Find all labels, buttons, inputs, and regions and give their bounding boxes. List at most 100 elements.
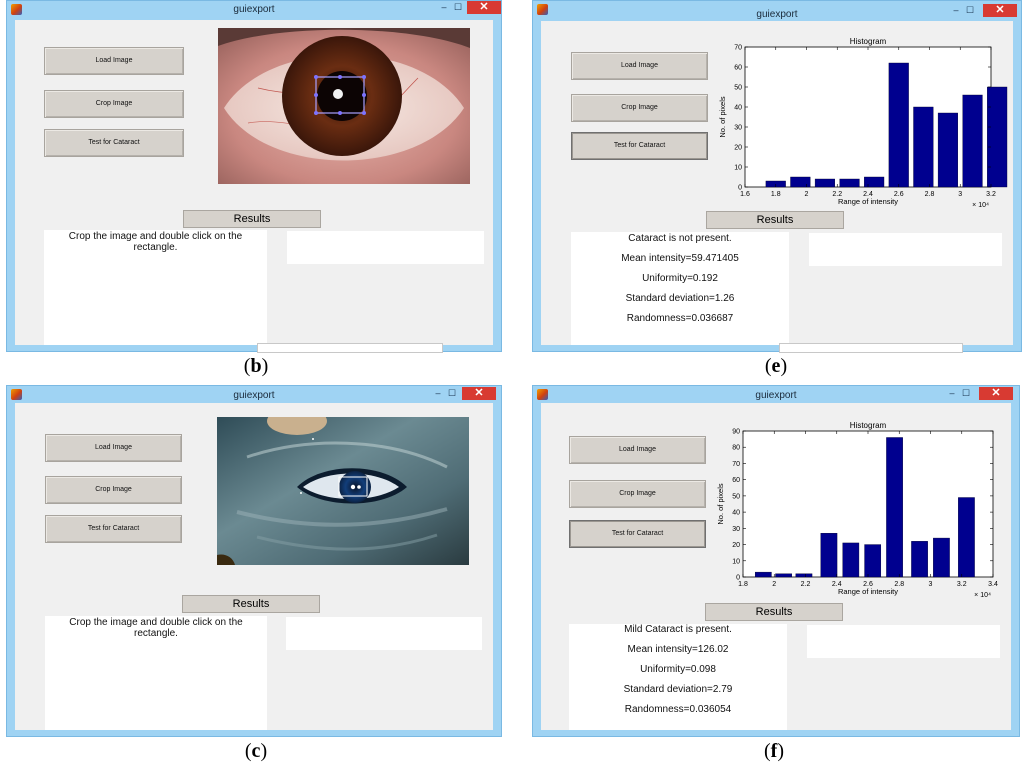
y-tick-label: 40	[732, 510, 740, 517]
close-button[interactable]: ✕	[983, 4, 1017, 17]
x-tick-label: 2.2	[832, 191, 842, 198]
y-tick-label: 70	[732, 461, 740, 468]
eye-photo-cataract	[217, 417, 469, 565]
chart-title: Histogram	[850, 37, 887, 46]
y-tick-label: 10	[734, 165, 742, 172]
chart-title: Histogram	[850, 421, 887, 430]
histogram-bar	[790, 176, 811, 188]
maximize-button[interactable]: ☐	[965, 5, 975, 15]
figure-client-area: Load Image Crop Image Test for Cataract	[15, 20, 493, 345]
maximize-button[interactable]: ☐	[453, 2, 463, 12]
diagnosis-text: Mild Cataract is present.	[624, 624, 732, 635]
x-tick-label: 3	[929, 581, 933, 588]
panel-f: guiexport – ☐ ✕ Load Image Crop Image Te…	[532, 385, 1020, 770]
close-button[interactable]: ✕	[467, 1, 501, 14]
y-tick-label: 0	[736, 575, 740, 582]
histogram-bar	[937, 112, 958, 188]
crop-image-button[interactable]: Crop Image	[571, 94, 708, 122]
results-button[interactable]: Results	[182, 595, 320, 613]
minimize-button[interactable]: –	[953, 5, 959, 15]
x-tick-label: 2.6	[863, 581, 873, 588]
results-text-box: Cataract is not present. Mean intensity=…	[571, 232, 789, 345]
histogram-bar	[913, 106, 934, 188]
title-bar[interactable]: guiexport – ☐ ✕	[533, 1, 1021, 20]
eye-photo-brown-iris	[218, 28, 470, 184]
figure-caption: (b)	[243, 355, 269, 377]
x-tick-label: 3.4	[988, 581, 998, 588]
matlab-icon	[537, 4, 548, 15]
caption-letter: c	[251, 740, 261, 762]
results-button[interactable]: Results	[706, 211, 844, 229]
histogram-bar	[842, 542, 860, 578]
matlab-icon	[11, 389, 22, 400]
minimize-button[interactable]: –	[441, 2, 447, 12]
results-text-box: Crop the image and double click on the r…	[45, 616, 267, 730]
crop-image-button[interactable]: Crop Image	[44, 90, 184, 118]
histogram-bar	[911, 541, 928, 578]
y-tick-label: 50	[734, 85, 742, 92]
eye-image[interactable]	[218, 28, 470, 184]
x-tick-label: 2.4	[832, 581, 842, 588]
eye-image[interactable]	[217, 417, 469, 565]
maximize-button[interactable]: ☐	[447, 388, 457, 398]
standard-deviation-text: Standard deviation=2.79	[623, 684, 733, 695]
app-window: guiexport – ☐ ✕ Load Image Crop Image Te…	[532, 0, 1022, 353]
test-cataract-button[interactable]: Test for Cataract	[45, 515, 182, 543]
crop-image-button[interactable]: Crop Image	[45, 476, 182, 504]
y-tick-label: 80	[732, 445, 740, 452]
y-axis-label: No. of pixels	[716, 483, 725, 525]
window-title: guiexport	[233, 4, 275, 15]
results-button[interactable]: Results	[705, 603, 843, 621]
load-image-button[interactable]: Load Image	[569, 436, 706, 464]
x-tick-label: 3	[958, 191, 962, 198]
diagnosis-text: Cataract is not present.	[628, 233, 732, 244]
x-axis-label: Range of intensity	[838, 197, 898, 206]
mean-intensity-text: Mean intensity=59.471405	[621, 253, 739, 264]
x-axis-multiplier: × 10⁴	[972, 202, 989, 209]
figure-client-area: Load Image Crop Image Test for Cataract …	[541, 21, 1013, 345]
title-bar[interactable]: guiexport – ☐ ✕	[7, 1, 501, 19]
close-button[interactable]: ✕	[979, 387, 1013, 400]
panel-e: guiexport – ☐ ✕ Load Image Crop Image Te…	[532, 0, 1022, 380]
load-image-button[interactable]: Load Image	[44, 47, 184, 75]
x-tick-label: 1.8	[771, 191, 781, 198]
x-tick-label: 3.2	[986, 191, 996, 198]
figure-caption: (e)	[764, 355, 788, 377]
x-tick-label: 2.8	[925, 191, 935, 198]
randomness-text: Randomness=0.036687	[626, 313, 734, 324]
crop-image-button[interactable]: Crop Image	[569, 480, 706, 508]
output-box	[286, 617, 482, 650]
maximize-button[interactable]: ☐	[961, 388, 971, 398]
y-tick-label: 0	[738, 185, 742, 192]
histogram-bar	[864, 176, 885, 188]
histogram-bar	[839, 178, 860, 188]
minimize-button[interactable]: –	[949, 388, 955, 398]
test-cataract-button[interactable]: Test for Cataract	[571, 132, 708, 160]
figure-caption: (c)	[244, 740, 268, 762]
histogram-bar	[775, 573, 792, 578]
test-cataract-button[interactable]: Test for Cataract	[44, 129, 184, 157]
standard-deviation-text: Standard deviation=1.26	[625, 293, 735, 304]
results-text-box: Crop the image and double click on the r…	[44, 230, 267, 345]
instruction-message: Crop the image and double click on the r…	[68, 231, 243, 253]
output-box	[807, 625, 1000, 658]
test-cataract-button[interactable]: Test for Cataract	[569, 520, 706, 548]
title-bar[interactable]: guiexport – ☐ ✕	[533, 386, 1019, 404]
y-tick-label: 40	[734, 105, 742, 112]
x-tick-label: 2.2	[801, 581, 811, 588]
instruction-message: Crop the image and double click on the r…	[69, 617, 243, 639]
load-image-button[interactable]: Load Image	[45, 434, 182, 462]
title-bar[interactable]: guiexport – ☐ ✕	[7, 386, 501, 404]
y-tick-label: 60	[734, 65, 742, 72]
results-button[interactable]: Results	[183, 210, 321, 228]
close-button[interactable]: ✕	[462, 387, 496, 400]
x-axis-label: Range of intensity	[838, 587, 898, 596]
histogram-bar	[886, 437, 903, 578]
matlab-icon	[537, 389, 548, 400]
load-image-button[interactable]: Load Image	[571, 52, 708, 80]
y-axis-label: No. of pixels	[718, 96, 727, 138]
x-tick-label: 3.2	[957, 581, 967, 588]
window-title: guiexport	[233, 390, 275, 401]
mean-intensity-text: Mean intensity=126.02	[627, 644, 729, 655]
minimize-button[interactable]: –	[435, 388, 441, 398]
